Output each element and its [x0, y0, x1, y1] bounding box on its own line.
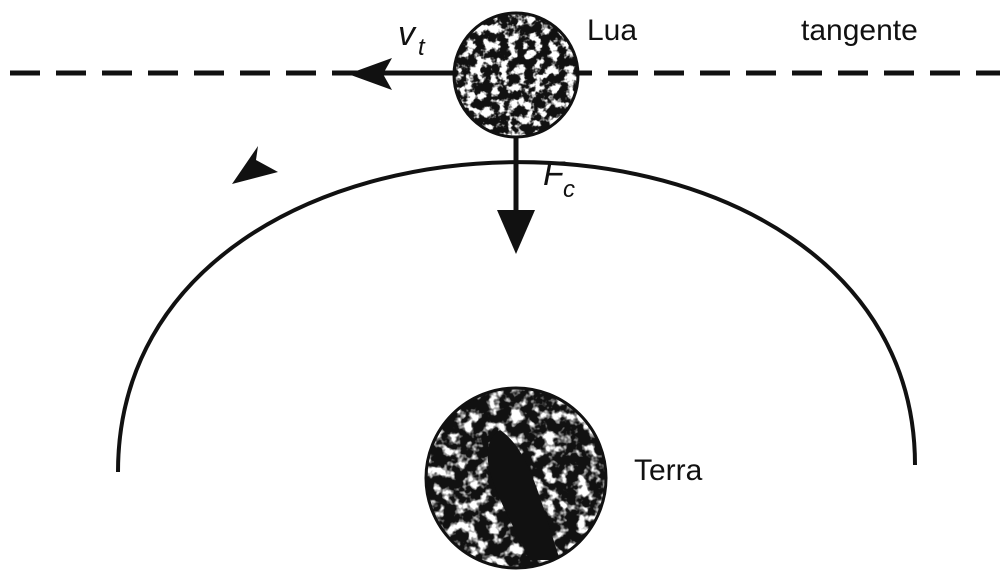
earth	[424, 386, 608, 570]
force-arrowhead	[497, 210, 535, 254]
orbit-direction-arrowhead	[232, 146, 278, 184]
earth-label: Terra	[634, 454, 703, 487]
velocity-arrowhead	[348, 58, 392, 90]
force-subscript: c	[563, 176, 575, 203]
force-symbol: F	[543, 155, 566, 193]
moon-label: Lua	[587, 14, 637, 47]
velocity-symbol: v	[398, 15, 417, 53]
velocity-subscript: t	[418, 34, 426, 61]
tangent-label: tangente	[801, 14, 918, 47]
moon	[452, 11, 580, 139]
